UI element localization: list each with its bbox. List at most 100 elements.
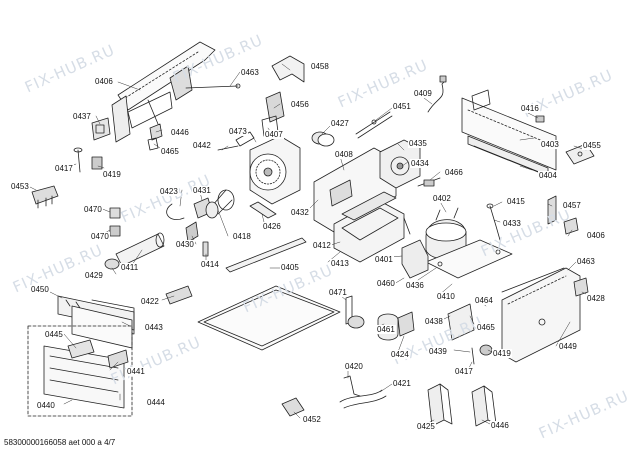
part-label: 0446	[490, 421, 510, 430]
part-label: 0416	[520, 104, 540, 113]
part-label: 0463	[576, 257, 596, 266]
part-label: 0410	[436, 292, 456, 301]
document-footer: 58300000166058 aet 000 a 4/7	[4, 438, 116, 447]
part-wire-0420	[343, 375, 361, 397]
part-label: 0465	[476, 323, 496, 332]
part-clip-0419	[91, 156, 103, 170]
part-panel-0403	[461, 89, 557, 171]
part-label: 0413	[330, 259, 350, 268]
part-label: 0470	[83, 205, 103, 214]
part-label: 0419	[492, 349, 512, 358]
part-clip-0406-right	[563, 217, 579, 235]
part-label: 0426	[262, 222, 282, 231]
part-base-0436	[425, 239, 513, 279]
part-label: 0402	[432, 194, 452, 203]
part-pipe-0415	[486, 203, 501, 241]
part-label: 0403	[540, 140, 560, 149]
part-label: 0431	[192, 186, 212, 195]
part-label: 0423	[159, 187, 179, 196]
part-cable-0409	[427, 75, 447, 113]
part-roller-0427	[311, 131, 335, 147]
part-relay-0460	[401, 239, 429, 279]
part-label: 0409	[413, 89, 433, 98]
part-label: 0450	[30, 285, 50, 294]
part-label: 0433	[502, 219, 522, 228]
part-bracket-0437	[91, 117, 111, 141]
part-label: 0464	[474, 296, 494, 305]
part-wire-0463-right	[501, 267, 565, 293]
part-duct-0411	[115, 232, 165, 267]
part-connector-0452	[281, 397, 305, 417]
part-bracket-0458	[271, 55, 305, 83]
part-panel-0408	[313, 147, 397, 233]
part-label: 0406	[586, 231, 606, 240]
part-label: 0418	[232, 232, 252, 241]
part-relay-0424	[397, 311, 415, 337]
part-harness-0421	[339, 389, 387, 409]
part-label: 0434	[410, 159, 430, 168]
part-label: 0436	[405, 281, 425, 290]
part-bracket-0446	[471, 385, 497, 427]
part-label: 0430	[175, 240, 195, 249]
part-label: 0445	[44, 330, 64, 339]
part-label: 0451	[392, 102, 412, 111]
part-label: 0465	[160, 147, 180, 156]
part-label: 0455	[582, 141, 602, 150]
part-cable-0423	[166, 203, 185, 220]
part-screw-0417	[73, 147, 83, 173]
part-grille-0440	[43, 339, 125, 409]
part-label: 0457	[562, 201, 582, 210]
part-fan-0434	[379, 139, 421, 189]
part-clip-0416	[535, 115, 545, 123]
part-label: 0405	[280, 263, 300, 272]
part-bracket-0457	[547, 195, 557, 225]
part-strip-0405	[225, 237, 307, 273]
part-label: 0438	[424, 317, 444, 326]
part-label: 0461	[376, 325, 396, 334]
part-label: 0443	[144, 323, 164, 332]
part-label: 0408	[334, 150, 354, 159]
part-label: 0466	[444, 168, 464, 177]
part-label: 0422	[140, 297, 160, 306]
part-label: 0427	[330, 119, 350, 128]
part-label: 0440	[36, 401, 56, 410]
part-label: 0428	[586, 294, 606, 303]
part-clip-0422	[165, 285, 193, 305]
part-wire-0442	[217, 145, 239, 151]
part-label: 0471	[328, 288, 348, 297]
part-label: 0460	[376, 279, 396, 288]
part-clip-0430	[185, 221, 199, 243]
part-wire-0463	[185, 83, 241, 89]
part-label: 0417	[454, 367, 474, 376]
part-coil-0413	[341, 191, 397, 221]
part-clip-0441	[107, 349, 129, 369]
part-label: 0458	[310, 62, 330, 71]
part-label: 0421	[392, 379, 412, 388]
part-label: 0420	[344, 362, 364, 371]
part-label: 0411	[120, 263, 140, 272]
part-bracket-0453	[31, 185, 59, 209]
part-fan-housing-0473	[235, 131, 301, 205]
part-label: 0449	[558, 342, 578, 351]
part-bracket-0438	[447, 303, 475, 341]
part-rod-0451	[355, 111, 393, 139]
part-label: 0417	[54, 164, 74, 173]
part-bracket-0428	[573, 277, 589, 297]
part-label: 0442	[192, 141, 212, 150]
part-frame-0445	[27, 325, 133, 417]
part-label: 0429	[84, 271, 104, 280]
part-label: 0441	[126, 367, 146, 376]
part-label: 0435	[408, 139, 428, 148]
part-label: 0444	[146, 398, 166, 407]
part-label: 0453	[10, 182, 30, 191]
part-label: 0439	[428, 347, 448, 356]
part-label: 0473	[228, 127, 248, 136]
part-label: 0414	[200, 260, 220, 269]
part-compressor-0402	[425, 207, 467, 260]
part-label: 0456	[290, 100, 310, 109]
part-label: 0401	[374, 255, 394, 264]
part-clip-0470	[109, 207, 121, 237]
part-label: 0432	[290, 208, 310, 217]
part-pin-0414	[202, 241, 209, 257]
